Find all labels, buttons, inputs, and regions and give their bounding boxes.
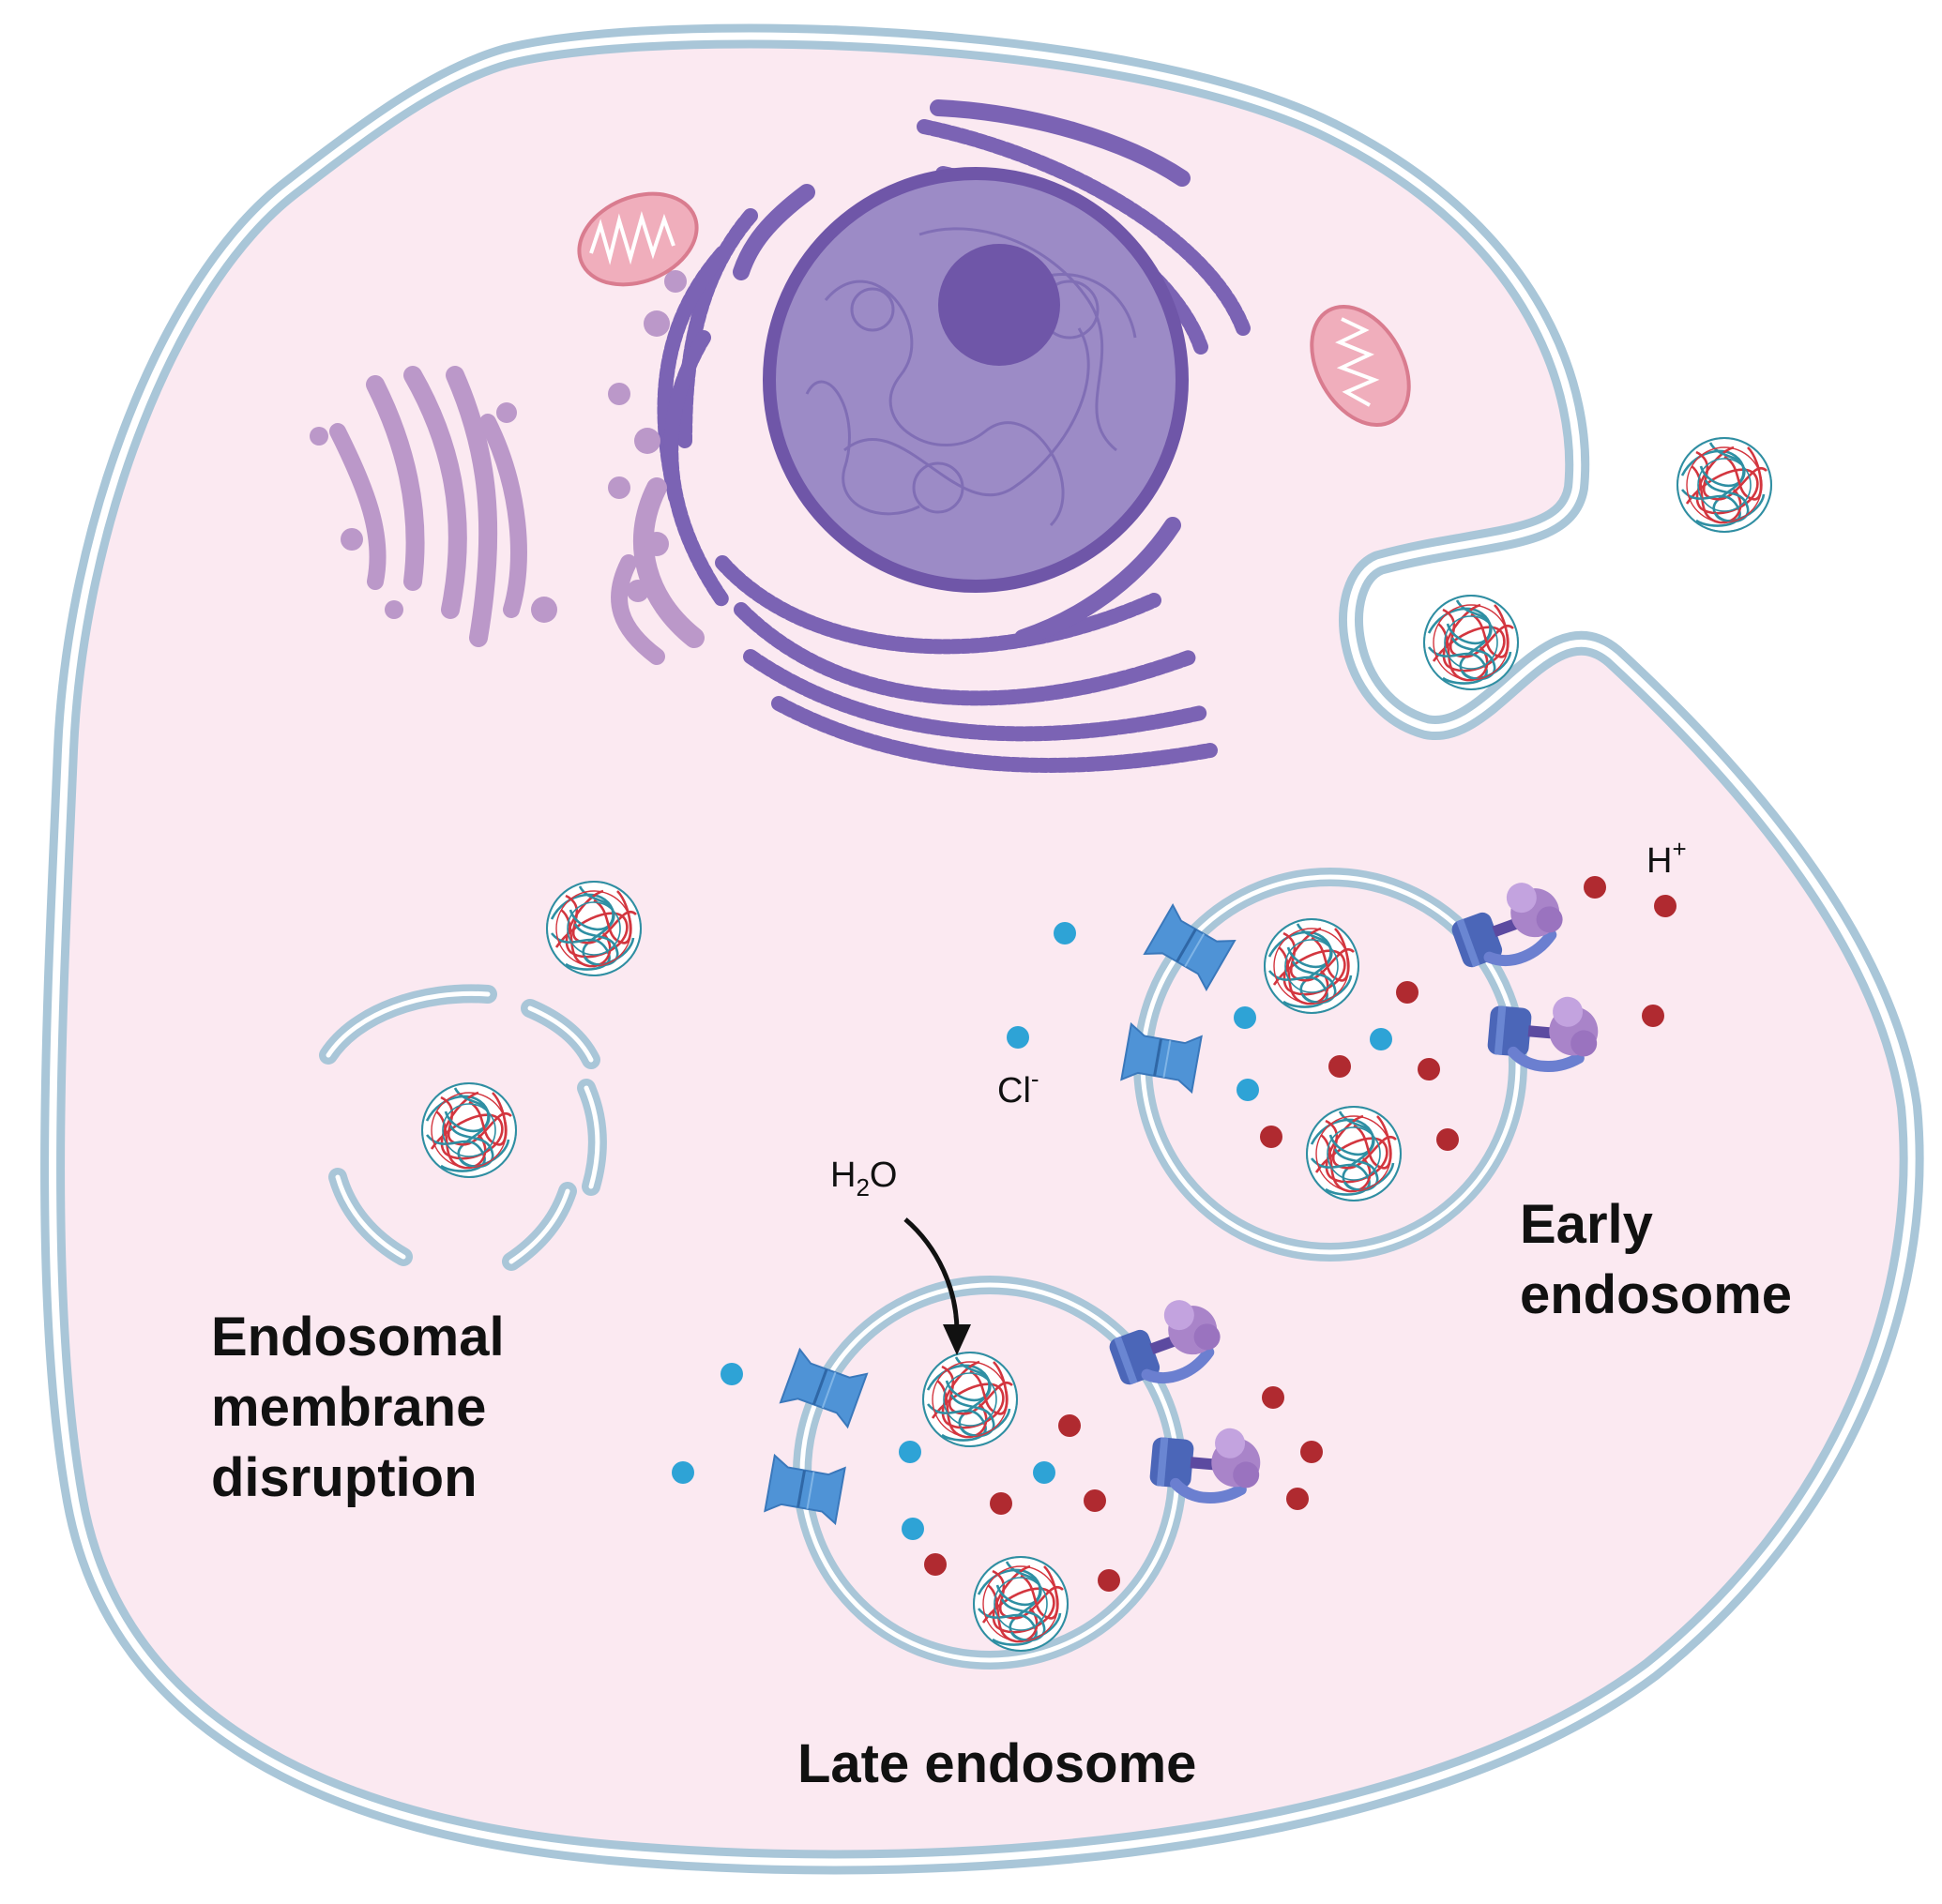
proton-ion bbox=[1262, 1386, 1284, 1409]
svg-text:membrane: membrane bbox=[211, 1377, 486, 1438]
mitochondrion bbox=[1310, 304, 1411, 428]
water-label: H2O bbox=[830, 1156, 897, 1201]
nanoparticle bbox=[974, 1557, 1068, 1651]
svg-text:Early: Early bbox=[1520, 1194, 1653, 1255]
nanoparticle bbox=[1677, 438, 1771, 532]
chloride-ion bbox=[1234, 1006, 1256, 1029]
proton-ion bbox=[1300, 1441, 1323, 1463]
nanoparticle bbox=[1424, 596, 1518, 689]
chloride-ion bbox=[899, 1441, 921, 1463]
water-arrow bbox=[903, 1217, 960, 1333]
proton-ion bbox=[1436, 1128, 1459, 1151]
svg-text:Endosomal: Endosomal bbox=[211, 1307, 505, 1368]
nanoparticle bbox=[1307, 1107, 1401, 1201]
chloride-ion bbox=[1033, 1461, 1055, 1484]
svg-text:endosome: endosome bbox=[1520, 1264, 1792, 1325]
proton-ion bbox=[1396, 981, 1419, 1004]
proton-ion bbox=[1058, 1414, 1081, 1437]
chloride-ion bbox=[1054, 922, 1076, 944]
disruption-label: Endosomal membrane disruption bbox=[211, 1307, 505, 1508]
nanoparticle bbox=[1265, 919, 1358, 1013]
svg-text:disruption: disruption bbox=[211, 1447, 478, 1508]
chloride-ion bbox=[721, 1363, 743, 1385]
nanoparticle bbox=[547, 882, 641, 975]
proton-ion bbox=[1418, 1058, 1440, 1080]
nucleolus bbox=[938, 244, 1060, 366]
chloride-ion bbox=[902, 1518, 924, 1540]
proton-ion bbox=[1654, 895, 1676, 917]
proton-ion bbox=[1286, 1488, 1309, 1510]
rough-er bbox=[657, 119, 1251, 773]
chloride-ion bbox=[1370, 1028, 1392, 1050]
chloride-ion bbox=[1237, 1079, 1259, 1101]
nanoparticle bbox=[422, 1083, 516, 1177]
chloride-ion bbox=[1007, 1026, 1029, 1049]
golgi-apparatus bbox=[329, 366, 705, 665]
proton-ion bbox=[1260, 1126, 1282, 1148]
nucleus bbox=[763, 167, 1189, 593]
proton-ion bbox=[1328, 1055, 1351, 1078]
proton-ion bbox=[990, 1492, 1012, 1515]
mitochondrion bbox=[577, 191, 699, 287]
proton-ion bbox=[1084, 1489, 1106, 1512]
proton-ion bbox=[924, 1553, 947, 1576]
nanoparticle bbox=[923, 1352, 1017, 1446]
late-endosome-label: Late endosome bbox=[797, 1733, 1196, 1794]
early-endosome-label: Early endosome bbox=[1520, 1194, 1792, 1325]
chloride-ion bbox=[672, 1461, 694, 1484]
proton-ion bbox=[1642, 1005, 1664, 1027]
chloride-label: Cl- bbox=[997, 1065, 1039, 1111]
proton-ion bbox=[1584, 876, 1606, 899]
proton-ion bbox=[1098, 1569, 1120, 1592]
proton-label: H+ bbox=[1646, 835, 1687, 881]
